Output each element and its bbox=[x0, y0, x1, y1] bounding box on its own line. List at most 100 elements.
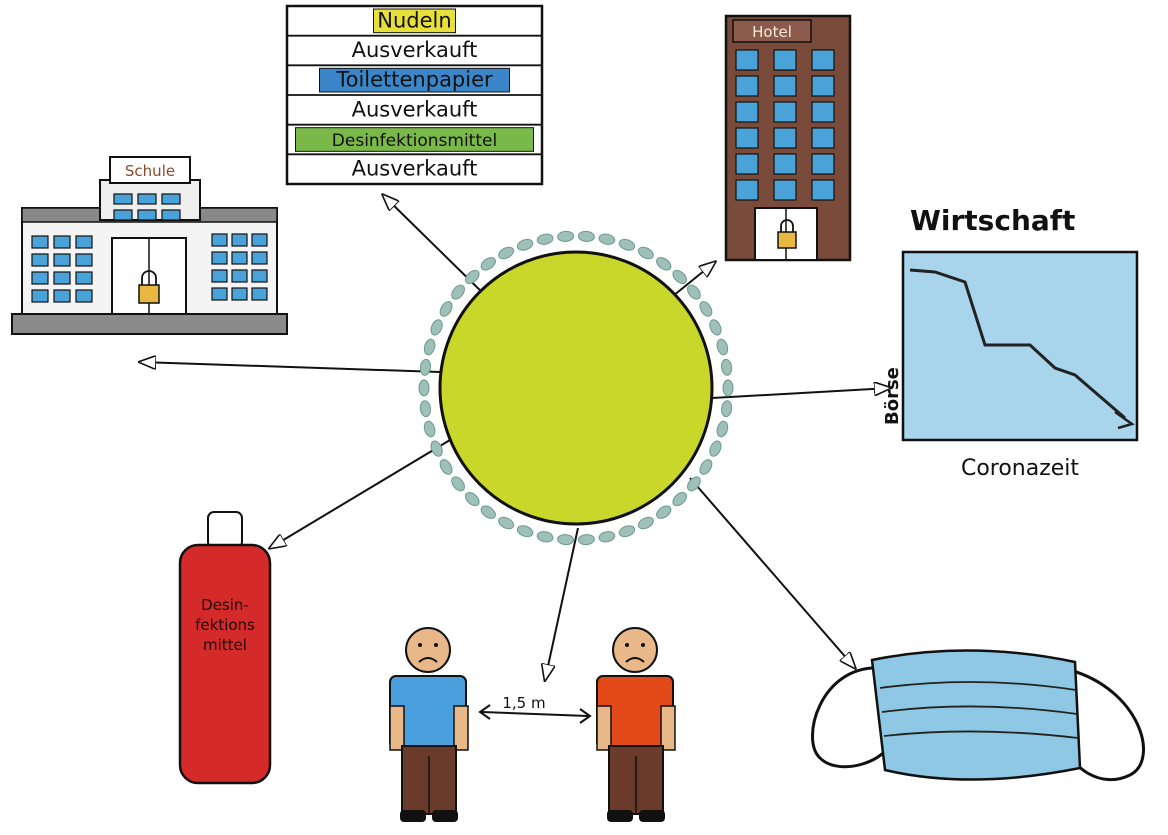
virus-spike bbox=[419, 358, 431, 376]
virus-spike bbox=[439, 301, 453, 317]
hotel-window bbox=[811, 75, 835, 97]
face-mask bbox=[811, 649, 1145, 782]
virus-spike bbox=[480, 257, 496, 271]
virus-spike bbox=[618, 238, 636, 251]
virus-spikes bbox=[418, 230, 734, 546]
hotel-window bbox=[773, 179, 797, 201]
school-window bbox=[75, 289, 93, 303]
virus-spike bbox=[423, 338, 436, 356]
shopping-row-highlight bbox=[295, 127, 534, 152]
hotel-window bbox=[811, 101, 835, 123]
school-window bbox=[231, 269, 248, 283]
economy-title: Wirtschaft bbox=[910, 204, 1075, 237]
economy-ylabel: Börse bbox=[882, 367, 903, 425]
school-sign: Schule bbox=[125, 162, 175, 180]
sanitizer-label-2: fektions bbox=[195, 616, 255, 634]
school-window bbox=[231, 233, 248, 247]
virus-spike bbox=[480, 505, 496, 519]
shopping-row-label: Ausverkauft bbox=[352, 38, 478, 62]
school-window bbox=[31, 271, 49, 285]
virus-spike bbox=[716, 338, 729, 356]
school-window bbox=[53, 235, 71, 249]
school-window bbox=[251, 251, 268, 265]
virus-spike bbox=[439, 459, 453, 475]
school-window bbox=[231, 251, 248, 265]
person-left bbox=[389, 627, 469, 822]
shopping-row-highlight bbox=[373, 8, 456, 34]
hotel-window bbox=[735, 179, 759, 201]
virus-spike bbox=[687, 476, 701, 492]
hotel-window bbox=[735, 101, 759, 123]
hotel-window bbox=[773, 101, 797, 123]
virus-spike bbox=[536, 531, 554, 543]
school-window bbox=[137, 209, 157, 221]
hotel-window bbox=[735, 153, 759, 175]
virus-spike bbox=[577, 534, 595, 546]
school-window bbox=[251, 287, 268, 301]
school-window bbox=[113, 209, 133, 221]
school-window bbox=[211, 233, 228, 247]
hotel-window bbox=[735, 127, 759, 149]
school-window bbox=[231, 287, 248, 301]
school-window bbox=[161, 193, 181, 205]
school-window bbox=[53, 289, 71, 303]
virus-spike bbox=[709, 319, 722, 336]
virus-body bbox=[438, 250, 714, 526]
sanitizer-bottle: Desin- fektions mittel bbox=[178, 511, 272, 785]
virus-spike bbox=[536, 233, 554, 245]
school-windows bbox=[31, 193, 268, 303]
virus-spike bbox=[709, 440, 722, 457]
school-window bbox=[137, 193, 157, 205]
virus-spike bbox=[618, 525, 636, 538]
distance-label: 1,5 m bbox=[502, 694, 545, 712]
shopping-row-label: Ausverkauft bbox=[352, 97, 478, 121]
virus-spike bbox=[430, 319, 443, 336]
school-window bbox=[53, 253, 71, 267]
shopping-row-label: Nudeln bbox=[377, 8, 451, 32]
school-window bbox=[113, 193, 133, 205]
virus-spike bbox=[418, 379, 430, 397]
virus-spike bbox=[557, 534, 575, 546]
hotel-building: Hotel bbox=[724, 14, 852, 262]
virus-spike bbox=[656, 505, 672, 519]
virus-spike bbox=[699, 459, 713, 475]
arrow-to-people bbox=[545, 527, 579, 680]
virus-spike bbox=[451, 476, 465, 492]
person-right bbox=[596, 627, 676, 822]
hotel-window bbox=[811, 179, 835, 201]
virus-spike bbox=[687, 284, 701, 300]
school-window bbox=[211, 287, 228, 301]
economy-xlabel: Coronazeit bbox=[961, 456, 1079, 481]
economy-graph: Wirtschaft Börse Coronazeit bbox=[882, 204, 1139, 481]
hotel-window bbox=[735, 49, 759, 71]
virus-spike bbox=[516, 238, 534, 251]
shopping-list-rows: NudelnAusverkauftToilettenpapierAusverka… bbox=[287, 8, 542, 181]
stock-decline-line bbox=[909, 268, 1126, 420]
shopping-row-label: Toilettenpapier bbox=[335, 68, 493, 92]
school-window bbox=[211, 269, 228, 283]
shopping-row-label: Ausverkauft bbox=[352, 157, 478, 181]
sanitizer-label-3: mittel bbox=[203, 636, 247, 654]
virus-spike bbox=[451, 284, 465, 300]
virus-spike bbox=[498, 516, 515, 530]
sanitizer-label-1: Desin- bbox=[201, 596, 249, 614]
hotel-windows bbox=[735, 49, 835, 201]
virus-spike bbox=[419, 400, 431, 418]
hotel-lock-icon bbox=[777, 231, 797, 249]
virus-spike bbox=[656, 257, 672, 271]
sad-face-icon bbox=[405, 627, 451, 673]
school-window bbox=[251, 269, 268, 283]
virus-spike bbox=[598, 531, 616, 543]
virus-spike bbox=[721, 400, 733, 418]
virus-spike bbox=[722, 379, 734, 397]
school-window bbox=[75, 235, 93, 249]
hotel-window bbox=[773, 127, 797, 149]
virus-spike bbox=[577, 230, 595, 242]
virus-spike bbox=[430, 440, 443, 457]
virus-spike bbox=[498, 246, 515, 260]
distance-indicator: 1,5 m bbox=[478, 694, 592, 724]
hotel-window bbox=[811, 127, 835, 149]
virus-spike bbox=[465, 269, 480, 284]
